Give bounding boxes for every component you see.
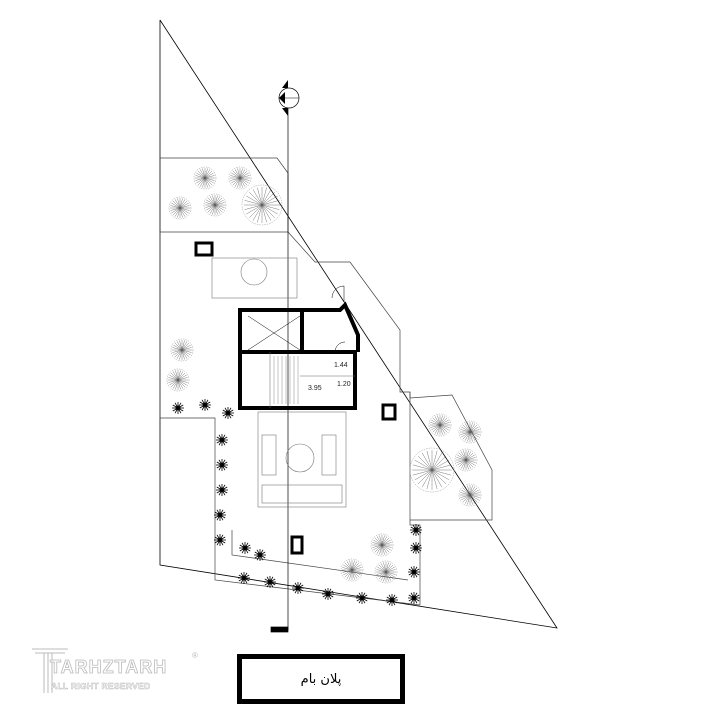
shrub-icon <box>264 576 276 588</box>
shrubs <box>172 399 422 606</box>
shrub-icon <box>214 509 226 521</box>
watermark-logo: TARHZTARH ALL RIGHT RESERVED ® <box>30 645 210 695</box>
dim-1-20: 1.20 <box>337 381 351 388</box>
shrub-icon <box>386 594 398 606</box>
tree-icon <box>409 447 455 493</box>
shrub-icon <box>216 459 228 471</box>
shrub-icon <box>254 549 266 561</box>
shrub-icon <box>410 524 422 536</box>
shrub-icon <box>216 434 228 446</box>
tree-icon <box>166 368 190 392</box>
tree-icon <box>170 338 194 362</box>
trees <box>166 166 482 584</box>
registered-mark: ® <box>192 651 198 660</box>
stair-core: 1.44 1.20 3.95 <box>238 285 360 410</box>
shrub-icon <box>222 407 234 419</box>
shrub-icon <box>408 592 420 604</box>
tree-icon <box>454 448 478 472</box>
shrub-icon <box>239 542 251 554</box>
tree-icon <box>168 196 192 220</box>
tree-icon <box>370 533 394 557</box>
shrub-icon <box>292 582 304 594</box>
watermark-subtitle: ALL RIGHT RESERVED <box>51 681 151 692</box>
shrub-icon <box>322 588 334 600</box>
tree-icon <box>203 193 227 217</box>
shrub-icon <box>410 542 422 554</box>
tree-icon <box>428 413 452 437</box>
shrub-icon <box>408 566 420 578</box>
tree-icon <box>458 420 482 444</box>
shrub-icon <box>216 484 228 496</box>
tree-icon <box>458 483 482 507</box>
tree-icon <box>241 184 283 226</box>
drawing-title: پلان بام <box>237 654 405 704</box>
furniture-lower <box>257 411 347 508</box>
dim-1-44: 1.44 <box>334 362 348 369</box>
tree-icon <box>193 166 217 190</box>
tree-icon <box>228 166 252 190</box>
column-logo-icon <box>32 648 68 693</box>
north-arrow-icon <box>278 80 300 116</box>
shrub-icon <box>214 534 226 546</box>
watermark-brand: TARHZTARH <box>50 657 168 678</box>
shrub-icon <box>172 402 184 414</box>
furniture-upper <box>194 241 397 555</box>
site-boundary <box>159 19 558 629</box>
drawing-title-text: پلان بام <box>300 671 342 687</box>
building-outline <box>159 157 493 606</box>
shrub-icon <box>199 399 211 411</box>
shrub-icon <box>356 592 368 604</box>
tree-icon <box>340 558 364 582</box>
axis-line <box>270 88 289 633</box>
shrub-icon <box>238 572 250 584</box>
tree-icon <box>374 560 398 584</box>
dim-3-95: 3.95 <box>308 385 322 392</box>
